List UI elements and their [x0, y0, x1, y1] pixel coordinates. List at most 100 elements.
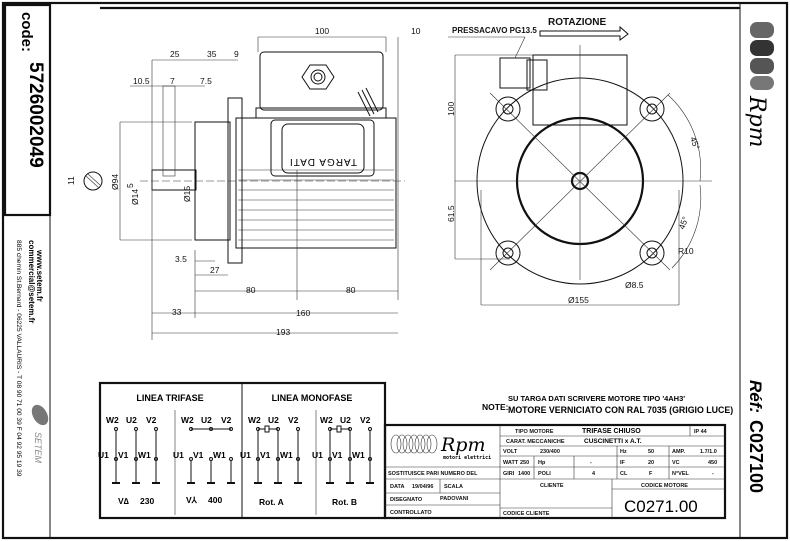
dim-dia15: Ø15: [182, 186, 192, 202]
note: NOTE: SU TARGA DATI SCRIVERE MOTORE TIPO…: [482, 394, 733, 415]
dim-r10: R10: [678, 246, 694, 256]
poli-label: POLI: [538, 471, 551, 477]
controllato-label: CONTROLLATO: [390, 510, 432, 516]
carat-value: CUSCINETTI x A.T.: [584, 438, 642, 445]
terminal-top: [296, 427, 300, 431]
note-line-1: SU TARGA DATI SCRIVERE MOTORE TIPO '4AH3…: [508, 394, 685, 403]
code-label: code:: [18, 12, 35, 52]
note-label: NOTE:: [482, 402, 509, 412]
nameplate-outer: [270, 119, 375, 177]
flange: [227, 97, 243, 264]
terminal-label-top: W2: [181, 415, 194, 425]
ref-label: Réf:: [746, 380, 765, 413]
volt-value: 230/400: [540, 449, 560, 455]
data-value: 19/04/96: [412, 484, 433, 490]
company-address: 885 chemin St.Bernard - 06225 VALLAURIS …: [15, 240, 22, 477]
disegnato-value: PADOVANI: [440, 496, 469, 502]
dim-7-5: 7.5: [200, 76, 212, 86]
amp-value: 1.7/1.0: [700, 449, 717, 455]
terminal-label-top: V2: [288, 415, 299, 425]
star-value: 400: [208, 495, 222, 505]
dim-dia14: Ø14: [130, 189, 140, 205]
company-website[interactable]: www.setem.fr: [35, 249, 44, 302]
motor-body: [235, 117, 397, 249]
vc-value: 450: [708, 460, 717, 466]
terminal-label-bottom: U1: [98, 450, 109, 460]
dim-27: 27: [210, 265, 220, 275]
brand-logo: Rpm: [744, 22, 774, 148]
dim-dia8-5: Ø8.5: [625, 280, 644, 290]
company-email[interactable]: commercial@setem.fr: [27, 240, 36, 323]
rot-b-label: Rot. B: [332, 497, 357, 507]
hp-label: Hp: [538, 460, 546, 466]
dim-dia94: Ø94: [110, 174, 120, 190]
terminal-label-top: U2: [126, 415, 137, 425]
terminal-label-bottom: U1: [240, 450, 251, 460]
hp-value: -: [590, 460, 592, 466]
tipo-motore-value: TRIFASE CHIUSO: [582, 428, 641, 435]
cable-gland-nut: [301, 64, 335, 90]
capacitor-icon: [336, 425, 342, 433]
terminal-label-bottom: W1: [138, 450, 151, 460]
terminal-label-bottom: V1: [260, 450, 271, 460]
dim-100: 100: [315, 26, 329, 36]
codice-motore-label: CODICE MOTORE: [641, 483, 688, 489]
terminal-top: [154, 427, 158, 431]
terminal-label-top: U2: [201, 415, 212, 425]
terminal-label-top: U2: [268, 415, 279, 425]
scala-label: SCALA: [444, 484, 463, 490]
monofase-title: LINEA MONOFASE: [272, 393, 353, 403]
dim-160: 160: [296, 308, 310, 318]
mounting-holes: [495, 96, 665, 266]
dim-7: 7: [170, 76, 175, 86]
dim-angle-45-bottom: 45°: [676, 215, 690, 231]
nameplate: [281, 123, 365, 174]
watt-value: 250: [520, 460, 529, 466]
terminal-top: [114, 427, 118, 431]
rotation-label: ROTAZIONE: [548, 17, 606, 28]
dim-front-100: 100: [446, 102, 456, 116]
terminal-label-bottom: W1: [352, 450, 365, 460]
title-block: Rpm motori elettrici SOSTITUISCE PARI NU…: [383, 423, 727, 520]
terminal-label-top: V2: [360, 415, 371, 425]
terminal-label-top: W2: [248, 415, 261, 425]
giri-label: GIRI: [503, 471, 515, 477]
hz-value: 50: [648, 449, 654, 455]
terminal-label-bottom: V1: [118, 450, 129, 460]
terminal-label-bottom: U1: [173, 450, 184, 460]
terminal-label-bottom: W1: [280, 450, 293, 460]
if-label: IF: [620, 460, 626, 466]
disegnato-label: DISEGNATO: [390, 497, 423, 503]
dim-5: 5: [125, 183, 135, 188]
rpm-logo: Rpm motori elettrici: [390, 434, 491, 461]
vc-label: VC: [672, 460, 680, 466]
vel-value: -: [712, 471, 714, 477]
dim-dia155: Ø155: [568, 295, 589, 305]
delta-value: 230: [140, 496, 154, 506]
dim-10-5: 10.5: [133, 76, 150, 86]
terminal-label-top: V2: [221, 415, 232, 425]
rotation-arrow-icon: [539, 25, 629, 41]
company-info: www.setem.fr commercial@setem.fr 885 che…: [15, 240, 49, 477]
hz-label: Hz: [620, 449, 627, 455]
dim-3-5: 3.5: [175, 254, 187, 264]
dim-angle-45-top: 45°: [688, 135, 702, 151]
ref-value: C027100: [746, 420, 766, 493]
terminal-bottom: [209, 457, 213, 461]
note-line-2: MOTORE VERNICIATO CON RAL 7035 (GRIGIO L…: [508, 405, 733, 415]
terminal-label-bottom: V1: [193, 450, 204, 460]
code-box: code: 5726002049: [3, 3, 52, 217]
volt-label: VOLT: [503, 449, 518, 455]
rot-a-label: Rot. A: [259, 497, 284, 507]
dim-25: 25: [170, 49, 180, 59]
cliente-label: CLIENTE: [540, 483, 564, 489]
code-value: 5726002049: [25, 62, 46, 168]
star-label: V⅄: [186, 495, 198, 505]
carat-label: CARAT. MECCANICHE: [506, 439, 565, 445]
nameplate-label: TARGA DATI: [289, 156, 357, 167]
giri-value: 1400: [518, 471, 530, 477]
ip-value: IP 44: [694, 429, 708, 435]
terminal-label-top: V2: [146, 415, 157, 425]
cl-value: F: [649, 471, 653, 477]
